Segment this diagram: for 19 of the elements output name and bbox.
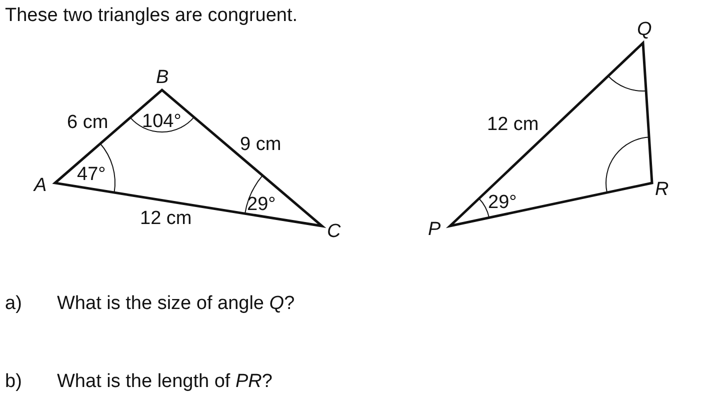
angle-label: 104° xyxy=(142,112,182,131)
question-number: b) xyxy=(5,372,22,391)
length-label: 9 cm xyxy=(240,135,282,154)
vertex-label: C xyxy=(327,222,341,241)
question-text: What is the length of PR? xyxy=(57,372,272,391)
vertex-label: R xyxy=(655,180,669,199)
length-label: 12 cm xyxy=(140,209,192,228)
angle-label: 29° xyxy=(247,195,276,214)
vertex-label: B xyxy=(156,68,169,87)
length-label: 6 cm xyxy=(67,113,108,132)
vertex-label: P xyxy=(428,220,441,239)
vertex-label: Q xyxy=(637,20,652,39)
question-number: a) xyxy=(5,294,22,313)
heading: These two triangles are congruent. xyxy=(5,6,298,25)
vertex-label: A xyxy=(34,176,47,195)
angle-label: 29° xyxy=(488,193,517,212)
angle-label: 47° xyxy=(77,165,106,184)
length-label: 12 cm xyxy=(487,115,539,134)
question-text: What is the size of angle Q? xyxy=(57,294,295,313)
